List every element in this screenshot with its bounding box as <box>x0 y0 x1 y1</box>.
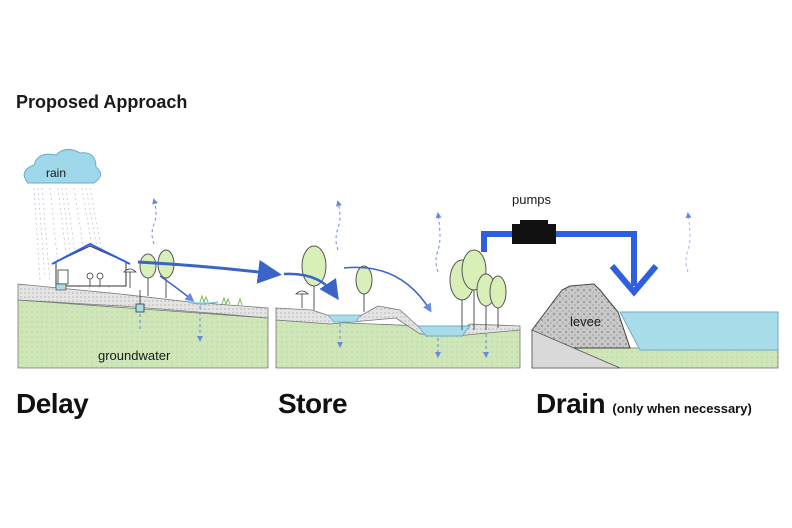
store-panel <box>275 200 521 369</box>
person-umbrella-icon <box>123 268 137 288</box>
river-water <box>619 311 779 351</box>
pump-system: pumps <box>481 192 659 297</box>
pumps-label: pumps <box>512 192 552 207</box>
stage-label-delay: Delay <box>16 388 89 419</box>
drain-note: (only when necessary) <box>612 401 752 416</box>
tree-icon <box>355 265 373 312</box>
page-title: Proposed Approach <box>16 92 188 112</box>
rain-cloud: rain <box>23 149 101 184</box>
tree-icon <box>157 249 175 298</box>
person-umbrella-icon <box>295 290 309 308</box>
tree-icon <box>139 253 157 296</box>
house-icon <box>51 242 131 291</box>
drain-label-text: Drain <box>536 388 606 419</box>
delay-panel: groundwater <box>17 198 282 369</box>
cistern-icon <box>135 303 145 313</box>
tree-cluster-icon <box>449 249 507 330</box>
levee-label: levee <box>570 314 601 329</box>
pump-icon <box>512 224 556 244</box>
rain-label: rain <box>46 166 66 180</box>
stage-label-drain: Drain (only when necessary) <box>536 388 752 420</box>
stage-label-store: Store <box>278 388 348 419</box>
groundwater-label: groundwater <box>98 348 171 363</box>
drain-panel: levee <box>531 212 779 369</box>
